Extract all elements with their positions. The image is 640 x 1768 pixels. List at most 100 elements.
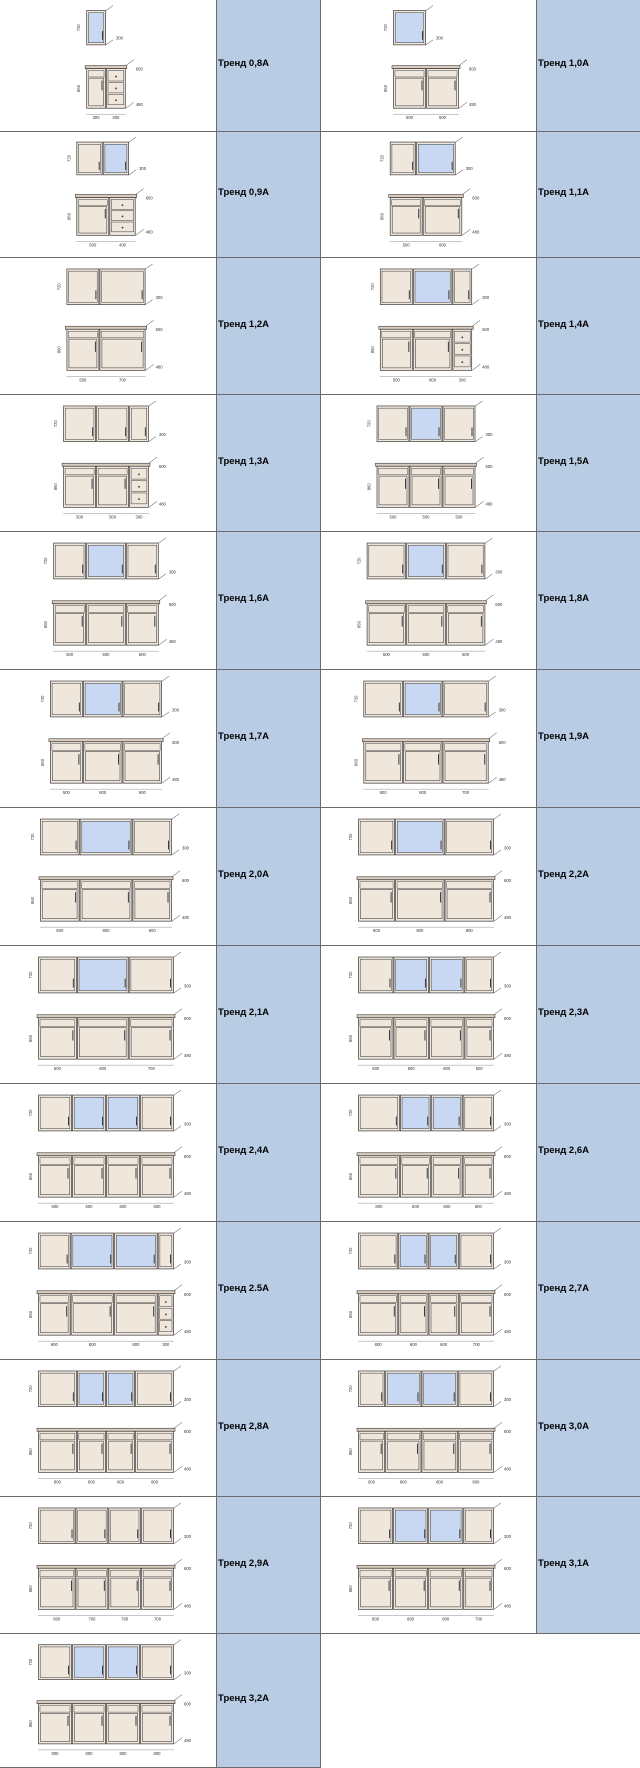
drawer-front xyxy=(78,1433,105,1441)
depth-line xyxy=(173,1639,182,1645)
door-frame xyxy=(39,1234,69,1267)
lower-cabinets xyxy=(356,1564,496,1610)
lower-depth-label: 480 xyxy=(172,777,180,782)
door-frame xyxy=(368,544,405,577)
door-frame xyxy=(39,1646,71,1678)
drawer-front xyxy=(39,1019,76,1027)
lower-height-label: 860 xyxy=(383,84,388,92)
model-label-cell: Тренд 1,7А xyxy=(216,670,320,808)
lower-cabinet xyxy=(464,1017,494,1060)
lower-depth-label: 600 xyxy=(146,196,154,201)
lower-depth-label: 480 xyxy=(159,501,167,506)
door-frame xyxy=(98,407,128,440)
width-dimension: 300 xyxy=(459,377,467,382)
drawer-front xyxy=(359,1019,392,1027)
lower-height-label: 860 xyxy=(348,1585,353,1593)
drawer-front xyxy=(77,1570,107,1578)
upper-depth-label: 300 xyxy=(184,1397,192,1402)
width-dimension: 800 xyxy=(86,1751,94,1756)
depth-line xyxy=(475,400,483,407)
width-dimension: 500 xyxy=(66,652,74,657)
lower-cabinets xyxy=(36,1290,176,1336)
upper-height-label: 720 xyxy=(28,971,33,979)
depth-line xyxy=(135,229,144,236)
drawer-front xyxy=(400,1295,427,1303)
depth-line xyxy=(493,987,502,994)
lower-depth-label: 600 xyxy=(184,1154,192,1159)
drawer-front xyxy=(414,331,451,339)
lower-cabinet xyxy=(421,1430,458,1473)
door-panel xyxy=(74,1713,104,1742)
upper-depth-label: 300 xyxy=(504,1122,512,1127)
depth-line xyxy=(488,732,497,739)
width-dimension: 600 xyxy=(439,242,447,247)
width-dimension: 600 xyxy=(88,1479,96,1484)
width-dimension: 800 xyxy=(407,1616,415,1621)
door-panel xyxy=(387,1440,420,1471)
model-label-cell: Тренд 3,1А xyxy=(536,1497,640,1634)
depth-line xyxy=(488,776,497,784)
door-panel xyxy=(465,1577,492,1608)
lower-cabinet xyxy=(426,68,459,109)
width-dimension: 600 xyxy=(54,1066,62,1071)
countertop xyxy=(75,194,138,198)
door-panel xyxy=(88,613,124,643)
lower-depth-label: 600 xyxy=(184,1702,192,1707)
upper-depth-label: 300 xyxy=(172,708,180,713)
drawer-front xyxy=(395,1019,428,1027)
width-dimension: 700 xyxy=(462,790,470,795)
lower-depth-label: 480 xyxy=(504,1329,512,1334)
width-dimension: 800 xyxy=(132,1342,140,1347)
lower-cabinet xyxy=(403,741,443,784)
lower-cabinets xyxy=(36,1564,176,1610)
lower-cabinet xyxy=(379,328,413,371)
lower-depth-label: 480 xyxy=(184,1053,192,1058)
depth-line xyxy=(493,1365,502,1372)
depth-line xyxy=(171,849,180,856)
lower-depth-label: 480 xyxy=(504,1603,512,1608)
lower-cabinet xyxy=(53,603,87,646)
door-panel xyxy=(423,1440,456,1471)
countertop xyxy=(388,194,464,198)
lower-height-label: 860 xyxy=(28,1720,33,1728)
lower-cabinets xyxy=(356,876,496,922)
depth-line xyxy=(493,1538,502,1544)
upper-depth-label: 300 xyxy=(156,295,164,300)
model-name: Тренд 1,6А xyxy=(218,593,270,604)
lower-cabinet xyxy=(70,1293,115,1336)
lower-depth-label: 480 xyxy=(182,915,190,920)
depth-line xyxy=(493,1125,502,1132)
door-panel xyxy=(360,1027,392,1057)
width-dimension: 600 xyxy=(86,1204,94,1209)
lower-cabinet xyxy=(106,1155,140,1198)
model-name: Тренд 2,2А xyxy=(538,869,590,880)
lower-depth-label: 600 xyxy=(504,1016,512,1021)
upper-cabinet xyxy=(457,1370,494,1407)
upper-cabinet xyxy=(452,268,473,305)
door-panel xyxy=(391,206,421,234)
lower-cabinet xyxy=(128,1017,174,1060)
width-dimension: 600 xyxy=(373,928,381,933)
width-dimension: 800 xyxy=(372,1616,380,1621)
lower-depth-label: 600 xyxy=(499,740,507,745)
door-frame xyxy=(39,958,75,991)
door-panel xyxy=(397,889,443,919)
drawer xyxy=(454,343,471,355)
model-label-cell: Тренд 2,3А xyxy=(536,946,640,1084)
lower-cabinet xyxy=(132,879,172,922)
width-dimension: 800 xyxy=(442,1616,450,1621)
upper-depth-label: 300 xyxy=(184,984,192,989)
width-dimension: 500 xyxy=(76,514,84,519)
depth-line xyxy=(472,320,481,327)
drawer-knob xyxy=(461,348,464,351)
width-dimension: 800 xyxy=(375,1204,383,1209)
width-dimension: 600 xyxy=(56,928,64,933)
countertop xyxy=(356,1564,496,1569)
upper-cabinets xyxy=(366,542,486,580)
lower-cabinet xyxy=(363,741,403,784)
lower-cabinet xyxy=(122,741,162,784)
